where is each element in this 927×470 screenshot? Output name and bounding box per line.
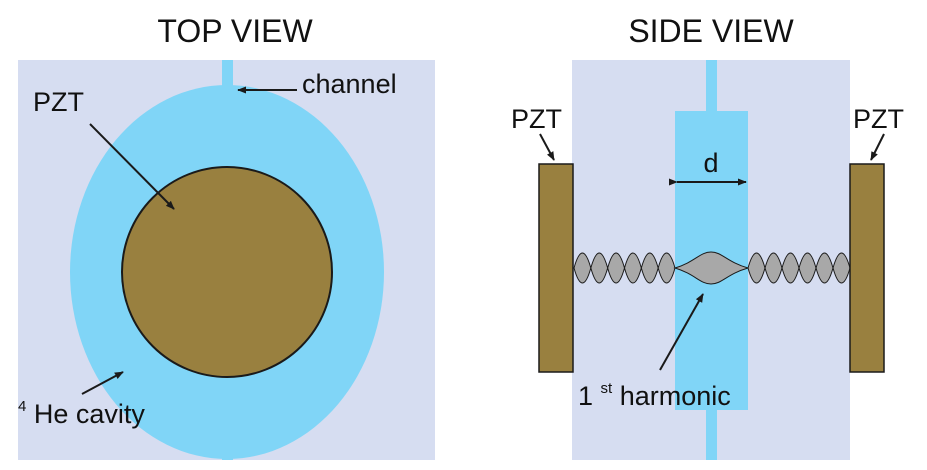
side-pzt-right-label: PZT [853,104,904,134]
cavity-label-text: He cavity [34,399,146,429]
cavity-label: 4 He cavity [18,387,145,429]
top-view-pzt-disc [121,166,333,378]
side-pzt-left [538,163,574,373]
side-pzt-right [849,163,885,373]
top-view-title: TOP VIEW [157,13,313,49]
arrow-icon [81,371,124,395]
harmonic-label-superscript: st [601,380,614,397]
channel-label: channel [302,69,397,99]
harmonic-label-number: 1 [578,381,593,411]
arrow-icon [539,133,555,161]
side-pzt-left-label: PZT [511,104,562,134]
harmonic-label: 1 st harmonic [578,369,731,411]
side-view-panel: SIDE VIEW PZT PZT d 1 st harmonic [511,13,904,460]
arrow-icon [89,123,175,210]
side-view-title: SIDE VIEW [628,13,794,49]
top-pzt-label: PZT [33,87,84,117]
arrow-icon [870,133,885,161]
arrow-icon [659,293,704,371]
harmonic-label-text: harmonic [620,381,731,411]
gap-label: d [703,148,718,178]
top-view-panel: TOP VIEW channel PZT 4 He cavity [18,13,435,460]
cavity-label-superscript: 4 [18,398,26,415]
